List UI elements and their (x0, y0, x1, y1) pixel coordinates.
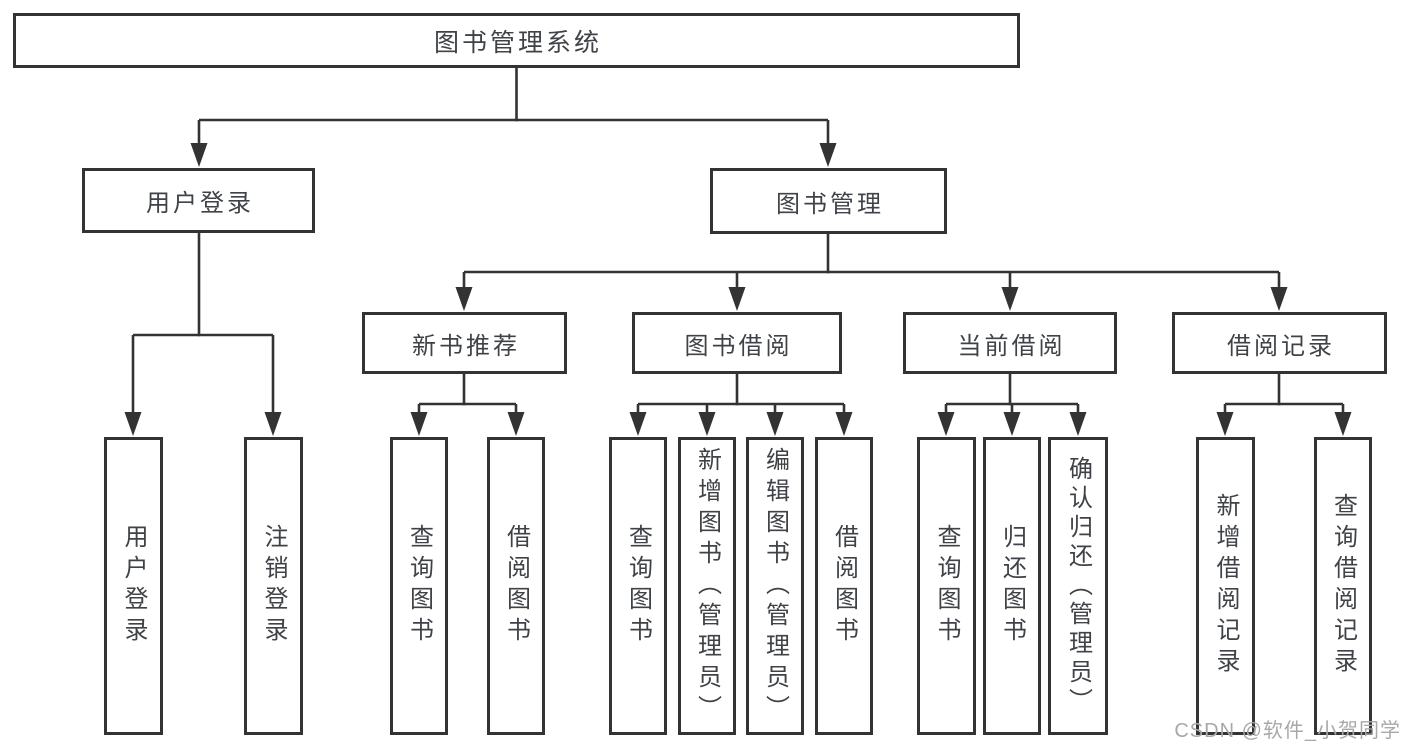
leaf-label: 归还图书 (998, 524, 1026, 648)
leaf-label: 查询图书 (405, 524, 433, 648)
node-current-borrowing: 当前借阅 (903, 312, 1117, 374)
leaf-label: 查询图书 (624, 524, 652, 648)
leaf-label: 确认归还（管理员） (1064, 455, 1092, 717)
node-leaf-query-borrow-record: 查询借阅记录 (1314, 437, 1372, 735)
node-new-book-recommendation: 新书推荐 (362, 312, 567, 374)
node-leaf-add-borrow-record: 新增借阅记录 (1196, 437, 1255, 735)
node-borrowing-records: 借阅记录 (1172, 312, 1387, 374)
leaf-label: 查询借阅记录 (1329, 493, 1357, 679)
leaf-label: 用户登录 (120, 524, 147, 648)
node-leaf-borrow-books: 借阅图书 (815, 437, 873, 735)
leaf-label: 借阅图书 (502, 524, 530, 648)
node-book-management: 图书管理 (710, 168, 947, 234)
node-leaf-confirm-return-admin: 确认归还（管理员） (1048, 437, 1108, 735)
leaf-label: 查询图书 (933, 524, 960, 648)
node-leaf-add-books-admin: 新增图书（管理员） (678, 437, 736, 735)
node-leaf-return-books: 归还图书 (983, 437, 1041, 735)
leaf-label: 借阅图书 (830, 524, 858, 648)
watermark: CSDN @软件_小贺同学 (1174, 720, 1401, 742)
node-leaf-logout: 注销登录 (244, 437, 303, 735)
node-leaf-borrow-books: 借阅图书 (487, 437, 545, 735)
node-library-management-system: 图书管理系统 (13, 13, 1020, 68)
node-leaf-user-login: 用户登录 (104, 437, 163, 735)
leaf-label: 注销登录 (260, 524, 287, 648)
node-user-login: 用户登录 (82, 168, 315, 233)
leaf-label: 新增借阅记录 (1212, 493, 1239, 679)
node-book-borrowing: 图书借阅 (632, 312, 842, 374)
node-leaf-edit-books-admin: 编辑图书（管理员） (746, 437, 804, 735)
node-leaf-query-books: 查询图书 (609, 437, 667, 735)
leaf-label: 新增图书（管理员） (693, 446, 721, 726)
leaf-label: 编辑图书（管理员） (761, 446, 789, 726)
node-leaf-query-books: 查询图书 (917, 437, 976, 735)
node-leaf-query-books: 查询图书 (390, 437, 448, 735)
